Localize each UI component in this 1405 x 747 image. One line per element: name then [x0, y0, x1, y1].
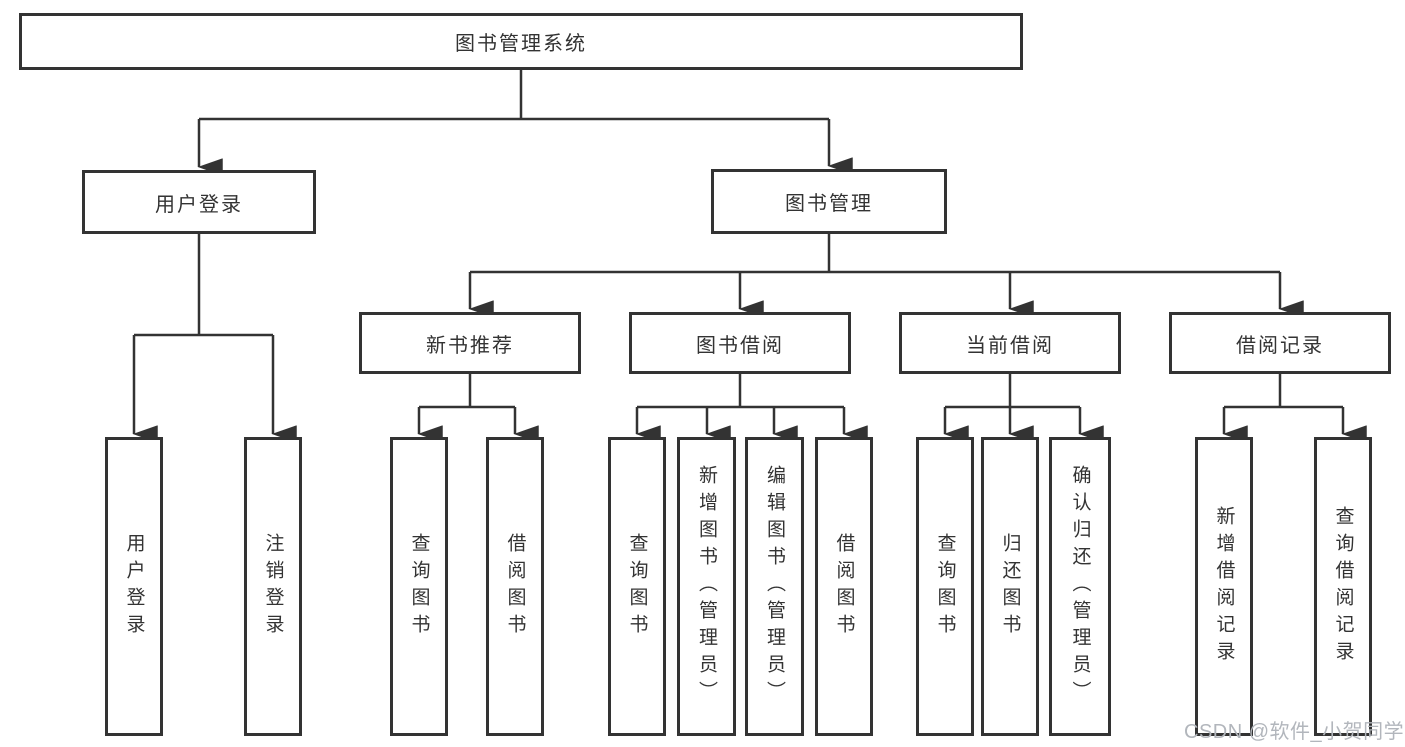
leaf-confirm-return-admin: 确认归还（管理员） — [1049, 437, 1111, 736]
leaf-add-books-admin-label: 新增图书（管理员） — [696, 465, 717, 708]
node-new-book-recommendation-label: 新书推荐 — [426, 334, 514, 357]
leaf-add-books-admin: 新增图书（管理员） — [677, 437, 736, 736]
leaf-edit-books-admin-label: 编辑图书（管理员） — [764, 465, 785, 708]
leaf-user-login-label: 用户登录 — [123, 532, 145, 641]
leaf-borrow-books-recommend: 借阅图书 — [486, 437, 544, 736]
node-user-login-label: 用户登录 — [155, 193, 243, 216]
leaf-query-books-recommend-label: 查询图书 — [408, 532, 430, 641]
node-current-borrowing-label: 当前借阅 — [966, 334, 1054, 357]
leaf-query-books-recommend: 查询图书 — [390, 437, 448, 736]
node-book-management: 图书管理 — [711, 169, 947, 234]
leaf-return-books-label: 归还图书 — [999, 532, 1021, 641]
leaf-query-borrow-record-label: 查询借阅记录 — [1332, 505, 1354, 668]
leaf-add-borrow-record: 新增借阅记录 — [1195, 437, 1253, 736]
connector-book-borrowing-children — [635, 374, 868, 443]
leaf-borrow-books-borrowing: 借阅图书 — [815, 437, 873, 736]
leaf-borrow-books-recommend-label: 借阅图书 — [504, 532, 526, 641]
watermark: CSDN @软件_小贺同学 — [1184, 721, 1405, 743]
node-library-system: 图书管理系统 — [19, 13, 1023, 70]
node-borrowing-records-label: 借阅记录 — [1236, 334, 1324, 357]
connector-root-to-level2 — [197, 70, 853, 176]
connector-borrowing-records-children — [1222, 374, 1367, 443]
leaf-logout-label: 注销登录 — [262, 532, 284, 641]
leaf-logout: 注销登录 — [244, 437, 302, 736]
leaf-query-books-current: 查询图书 — [916, 437, 974, 736]
leaf-edit-books-admin: 编辑图书（管理员） — [745, 437, 804, 736]
connector-user-login-children — [132, 234, 297, 443]
node-new-book-recommendation: 新书推荐 — [359, 312, 581, 374]
connector-new-book-recommendation-children — [417, 374, 539, 443]
leaf-user-login: 用户登录 — [105, 437, 163, 736]
leaf-confirm-return-admin-label: 确认归还（管理员） — [1069, 465, 1091, 708]
node-book-borrowing: 图书借阅 — [629, 312, 851, 374]
connector-book-management-children — [468, 234, 1304, 318]
connector-current-borrowing-children — [943, 374, 1104, 443]
node-book-management-label: 图书管理 — [785, 193, 873, 215]
node-borrowing-records: 借阅记录 — [1169, 312, 1391, 374]
leaf-return-books: 归还图书 — [981, 437, 1039, 736]
leaf-query-books-borrowing: 查询图书 — [608, 437, 666, 736]
leaf-query-books-current-label: 查询图书 — [934, 532, 956, 641]
leaf-query-books-borrowing-label: 查询图书 — [626, 532, 648, 641]
node-library-system-label: 图书管理系统 — [455, 33, 587, 55]
leaf-query-borrow-record: 查询借阅记录 — [1314, 437, 1372, 736]
leaf-add-borrow-record-label: 新增借阅记录 — [1213, 505, 1235, 668]
node-book-borrowing-label: 图书借阅 — [696, 334, 784, 357]
node-user-login: 用户登录 — [82, 170, 316, 234]
leaf-borrow-books-borrowing-label: 借阅图书 — [833, 532, 855, 641]
node-current-borrowing: 当前借阅 — [899, 312, 1121, 374]
